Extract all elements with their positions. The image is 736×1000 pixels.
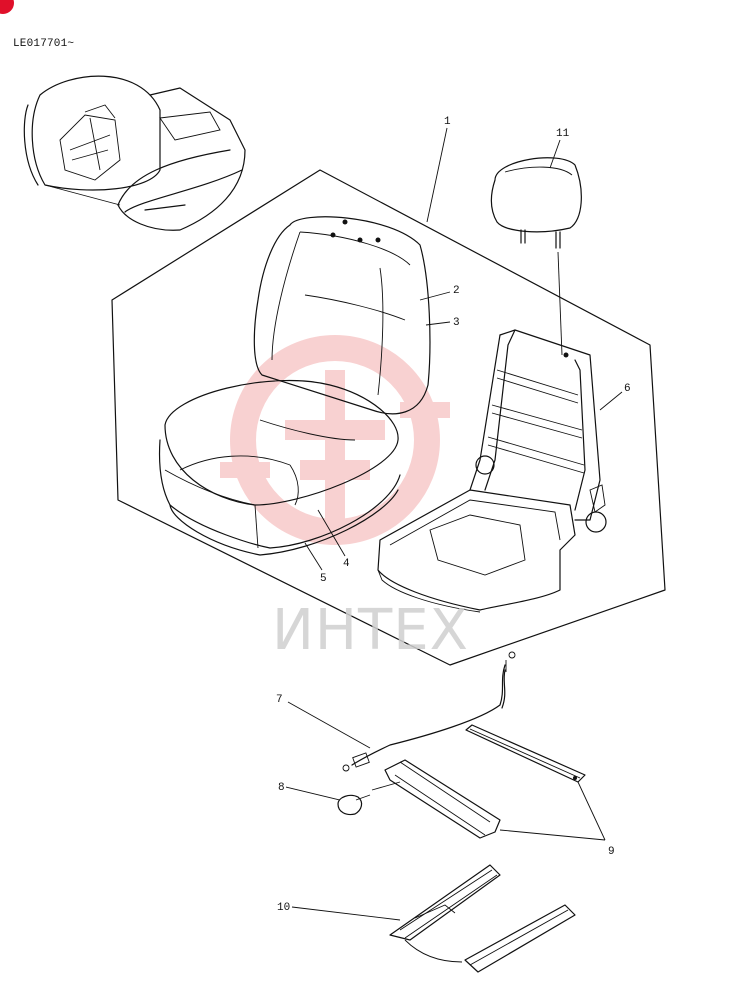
leader-lines (285, 127, 623, 921)
callout-4: 4 (343, 558, 350, 570)
slide-rail-lower (389, 864, 576, 973)
callout-2: 2 (453, 285, 460, 297)
callout-9: 9 (608, 846, 615, 858)
callout-5: 5 (320, 573, 327, 585)
callout-8: 8 (278, 782, 285, 794)
watermark-logo (220, 335, 450, 545)
headrest (490, 157, 582, 356)
callout-7: 7 (276, 694, 283, 706)
callout-3: 3 (453, 317, 460, 329)
callout-1: 1 (444, 116, 451, 128)
corner-marker (0, 0, 14, 14)
overview-seat-illustration (23, 75, 246, 231)
lever-knob (337, 794, 371, 816)
callout-6: 6 (624, 383, 631, 395)
assembly-boundary (111, 169, 666, 666)
callout-labels: 1 2 3 4 5 6 7 8 9 10 11 (276, 116, 631, 914)
backrest-cushion (253, 216, 431, 415)
watermark-text: ИНТЕХ (272, 598, 469, 663)
callout-10: 10 (277, 902, 290, 914)
release-cable (342, 651, 516, 772)
serial-number-label: LE017701~ (13, 38, 75, 50)
callout-11: 11 (556, 128, 570, 140)
slide-rail-upper (371, 724, 586, 839)
seat-cushion (158, 379, 401, 556)
seat-frame (377, 329, 607, 613)
